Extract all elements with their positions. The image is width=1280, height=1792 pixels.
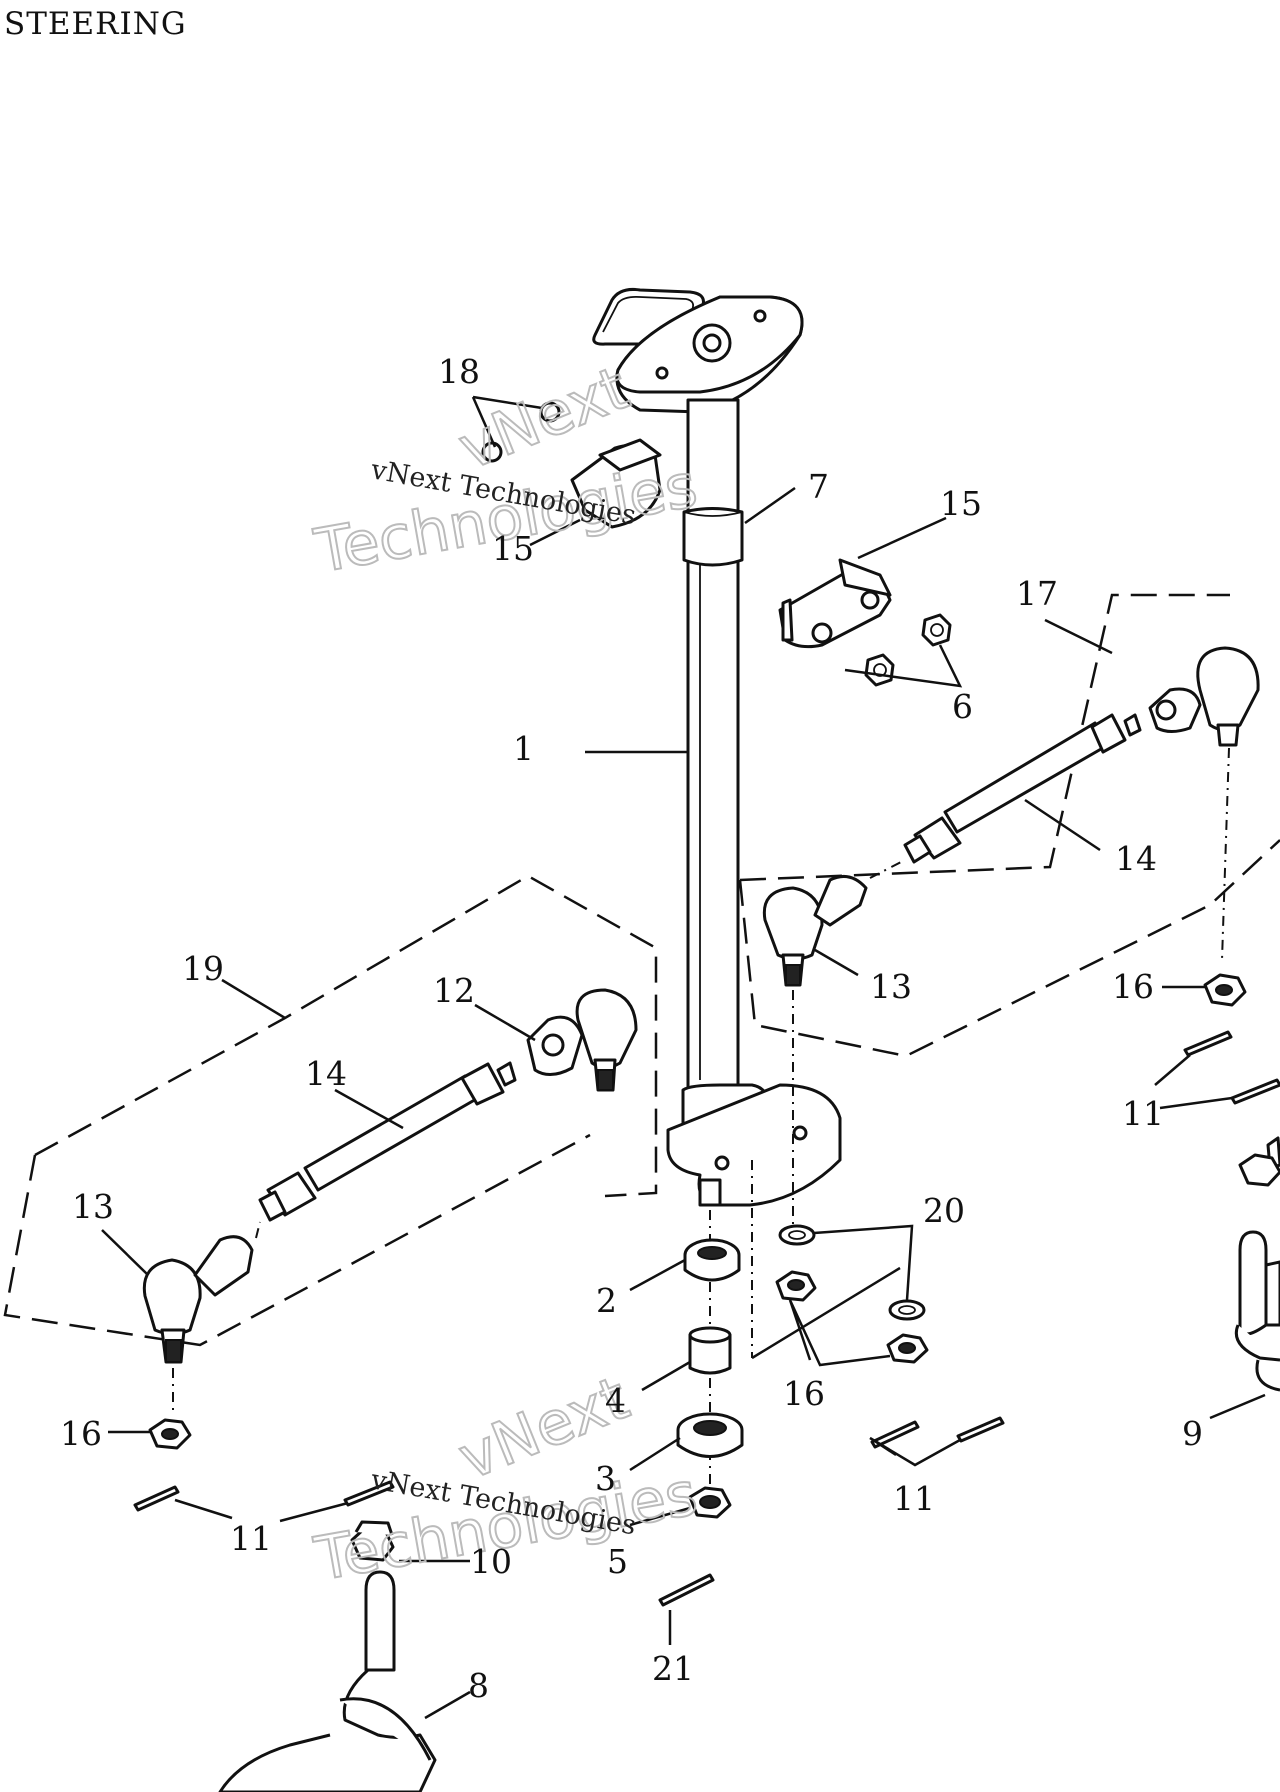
callout-8: 8 xyxy=(468,1666,489,1705)
callout-19: 19 xyxy=(182,949,224,988)
callout-11: 11 xyxy=(1122,1094,1164,1133)
cotter-pins xyxy=(133,1030,1280,1607)
callout-16: 16 xyxy=(1112,967,1154,1006)
callout-10: 10 xyxy=(470,1542,512,1581)
callout-7: 7 xyxy=(808,467,829,506)
nut-16-left xyxy=(148,1418,192,1450)
callout-9: 9 xyxy=(1182,1414,1203,1453)
upper-bracket xyxy=(481,401,662,529)
washers-and-nuts-center xyxy=(751,1160,929,1364)
knuckle-right xyxy=(1234,1136,1280,1392)
callout-18: 18 xyxy=(438,352,480,391)
callout-16: 16 xyxy=(60,1414,102,1453)
callout-11: 11 xyxy=(893,1479,935,1518)
knuckle-left xyxy=(218,1520,437,1792)
callout-1: 1 xyxy=(513,729,534,768)
callout-20: 20 xyxy=(923,1191,965,1230)
leader-lines xyxy=(101,395,1266,1720)
callout-11: 11 xyxy=(230,1519,272,1558)
callout-14: 14 xyxy=(1115,839,1157,878)
callout-16: 16 xyxy=(783,1374,825,1413)
callout-12: 12 xyxy=(433,971,475,1010)
callout-labels: 18 15 7 15 17 6 1 14 13 16 19 12 14 13 1… xyxy=(60,352,1203,1705)
callout-15: 15 xyxy=(940,484,982,523)
callout-2: 2 xyxy=(596,1281,617,1320)
right-tie-rod-assembly xyxy=(738,593,1280,1225)
callout-17: 17 xyxy=(1016,574,1058,613)
nut-16-right xyxy=(1203,973,1247,1007)
callout-3: 3 xyxy=(595,1459,616,1498)
flange-nuts xyxy=(864,613,952,687)
callout-6: 6 xyxy=(952,687,973,726)
callout-13: 13 xyxy=(870,967,912,1006)
bearing-stack xyxy=(676,1210,744,1519)
callout-4: 4 xyxy=(605,1381,626,1420)
callout-15: 15 xyxy=(492,529,534,568)
callout-13: 13 xyxy=(72,1187,114,1226)
left-tie-rod-assembly xyxy=(3,874,658,1410)
steering-column xyxy=(592,288,842,1207)
callout-5: 5 xyxy=(607,1542,628,1581)
callout-14: 14 xyxy=(305,1054,347,1093)
callout-21: 21 xyxy=(652,1649,694,1688)
page-title: STEERING xyxy=(4,6,187,42)
pitman-arm-bracket xyxy=(778,558,892,649)
